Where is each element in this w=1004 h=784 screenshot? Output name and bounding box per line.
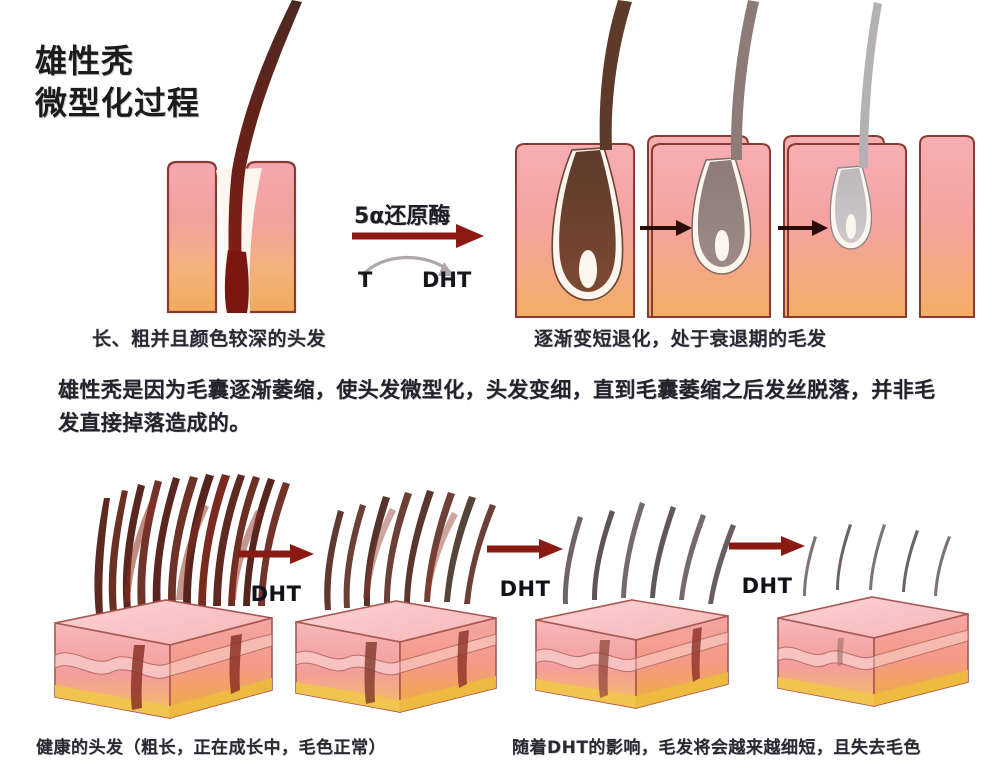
skin-block-bald: [777, 524, 969, 708]
reaction-arrow: [352, 224, 484, 278]
dht-step-2-label: DHT: [499, 577, 551, 601]
dht-step-2: DHT: [470, 549, 580, 609]
dht-step-3: DHT: [712, 546, 822, 606]
dht-arrow-2: [487, 539, 563, 559]
dht-step-3-label: DHT: [741, 574, 793, 598]
arrow-stage-2-to-3: [778, 220, 828, 236]
hair-tuft-sparse: [562, 502, 736, 604]
reaction-arrow-group: 5α还原酶 T DHT: [330, 198, 500, 303]
hair-tuft-dense: [94, 474, 290, 614]
substrate-label: T: [358, 268, 373, 292]
skin-block-stage3: [535, 502, 736, 710]
dht-arrow-1: [238, 544, 314, 564]
panel-follicle-stage-3: [787, 2, 975, 318]
page-title: 雄性秃 微型化过程: [35, 42, 201, 122]
dht-step-1-label: DHT: [250, 582, 302, 606]
hair-tuft-medium: [324, 490, 496, 610]
caption-bottom-left: 健康的头发（粗长，正在成长中，毛色正常）: [36, 738, 386, 758]
panel-thick-follicle: [166, 0, 302, 314]
dht-arrow-3: [729, 536, 805, 556]
product-label: DHT: [422, 268, 472, 292]
caption-top-right: 逐渐变短退化，处于衰退期的毛发: [534, 328, 827, 350]
skin-block-healthy: [54, 474, 290, 720]
caption-top-left: 长、粗并且颜色较深的头发: [92, 328, 327, 350]
explanation-paragraph: 雄性秃是因为毛囊逐渐萎缩，使头发微型化，头发变细，直到毛囊萎缩之后发丝脱落，并非…: [58, 378, 936, 435]
caption-bottom-right: 随着DHT的影响，毛发将会越来越细短，且失去毛色: [512, 738, 921, 758]
hair-tuft-vellus: [803, 524, 951, 596]
skin-block-stage2: [295, 490, 497, 714]
enzyme-label: 5α还原酶: [354, 204, 451, 229]
dht-step-1: DHT: [221, 554, 331, 614]
arrow-stage-1-to-2: [640, 220, 692, 236]
